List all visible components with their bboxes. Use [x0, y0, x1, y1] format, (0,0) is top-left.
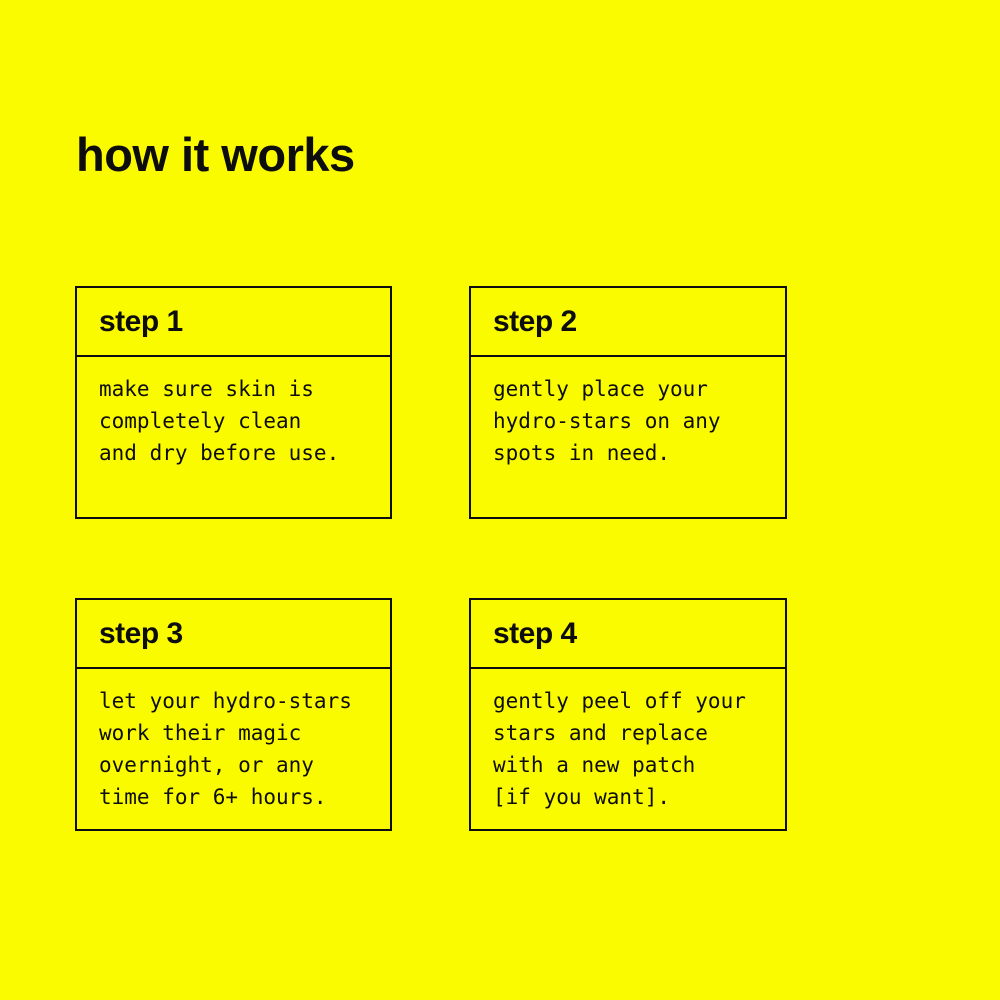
step-label: step 1 [99, 304, 183, 338]
step-card-header: step 3 [77, 600, 390, 669]
step-card-header: step 2 [471, 288, 785, 357]
step-description: gently place your hydro-stars on any spo… [493, 377, 721, 465]
step-label: step 2 [493, 304, 577, 338]
step-description: gently peel off your stars and replace w… [493, 689, 746, 809]
step-label: step 4 [493, 616, 577, 650]
step-label: step 3 [99, 616, 183, 650]
step-card-4: step 4 gently peel off your stars and re… [469, 598, 787, 831]
page-title: how it works [76, 128, 355, 182]
step-card-header: step 1 [77, 288, 390, 357]
step-card-3: step 3 let your hydro-stars work their m… [75, 598, 392, 831]
step-card-1: step 1 make sure skin is completely clea… [75, 286, 392, 519]
step-description: let your hydro-stars work their magic ov… [99, 689, 352, 809]
step-card-2: step 2 gently place your hydro-stars on … [469, 286, 787, 519]
step-description: make sure skin is completely clean and d… [99, 377, 340, 465]
step-card-header: step 4 [471, 600, 785, 669]
